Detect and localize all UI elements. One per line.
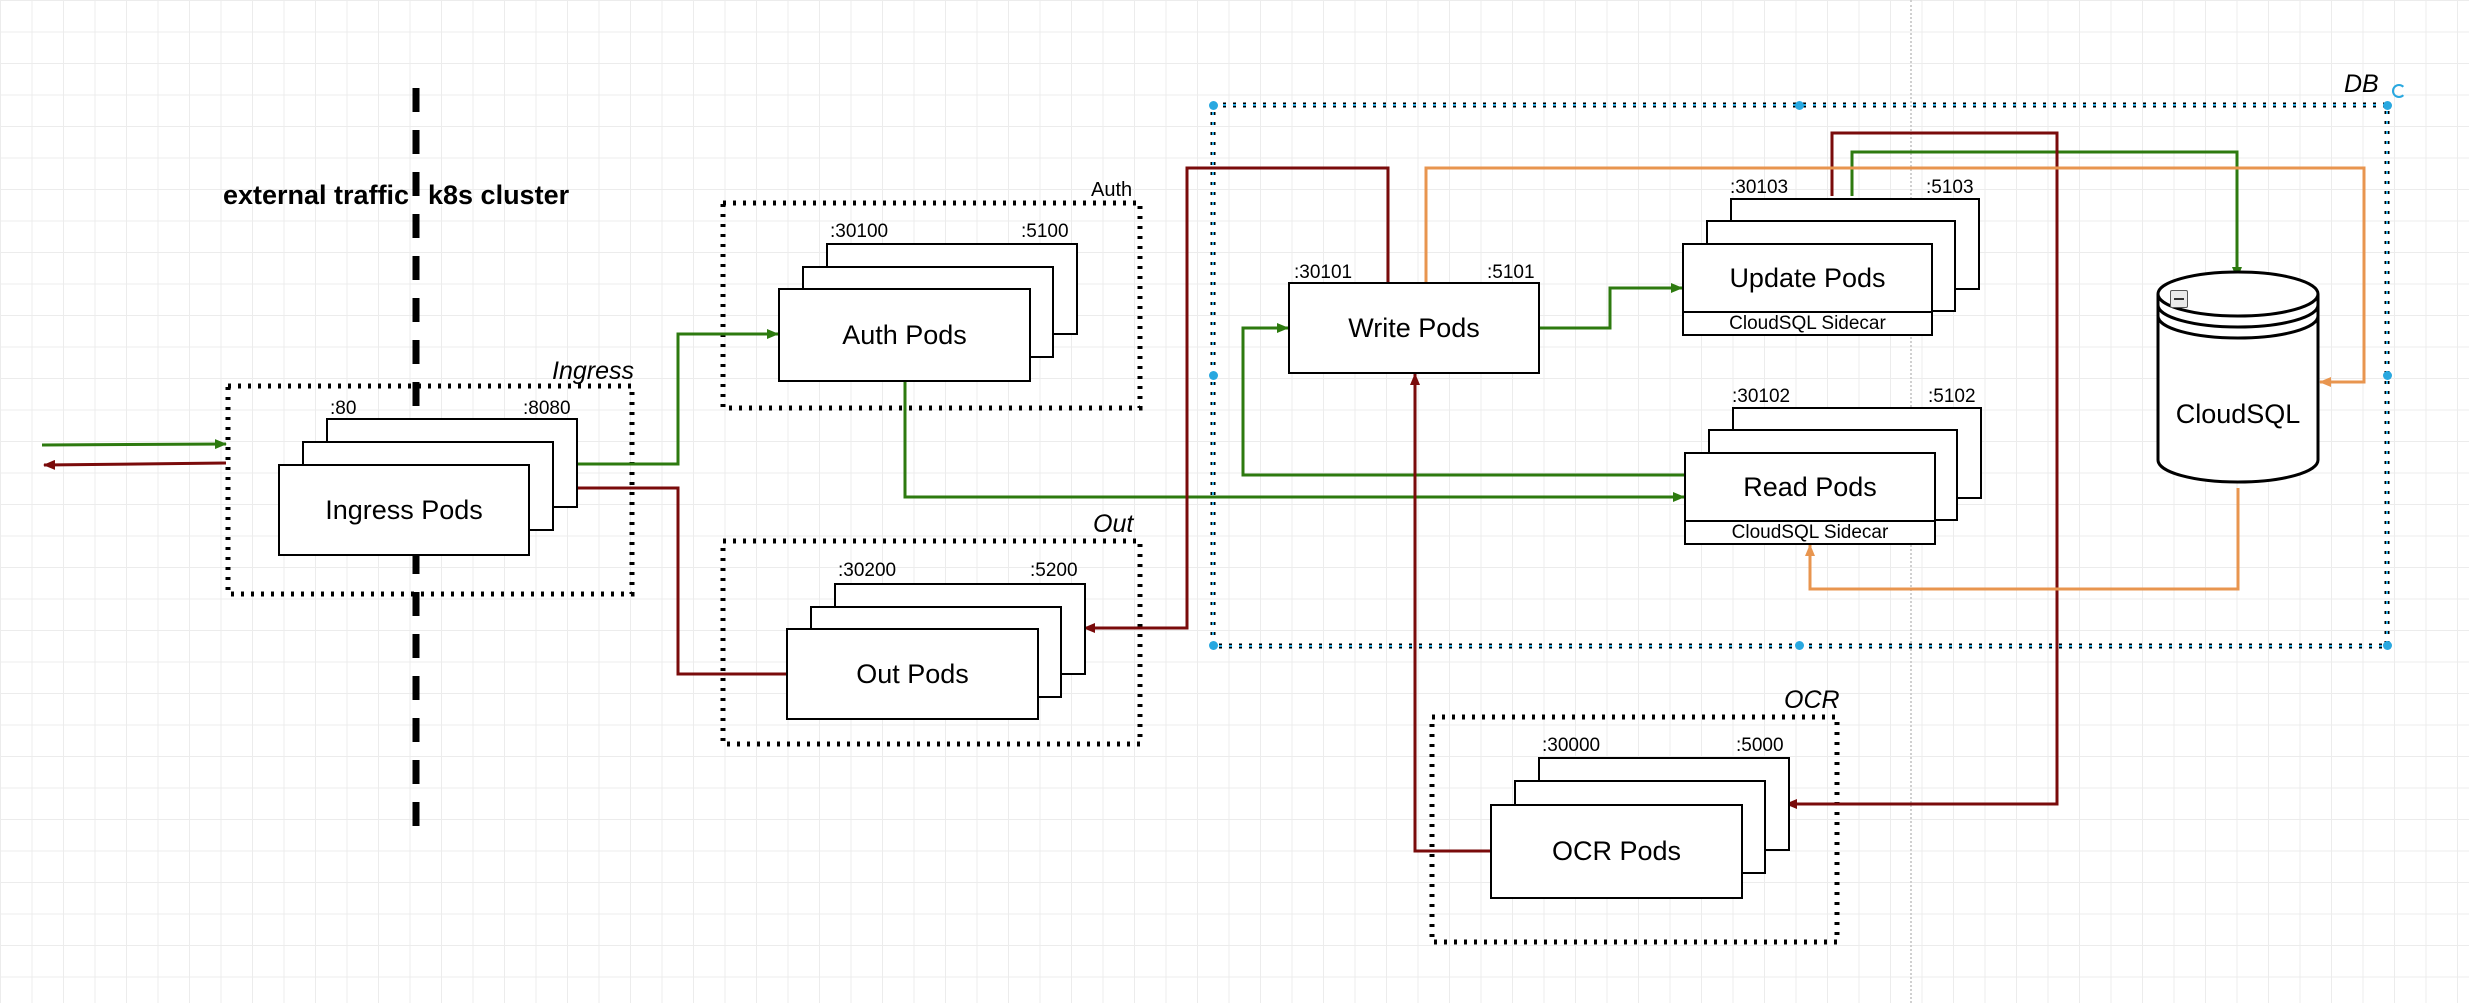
auth-port-left: :30100	[830, 221, 889, 242]
selection-handle-bottom-middle[interactable]	[1795, 641, 1804, 650]
selection-handle-middle-left[interactable]	[1209, 371, 1218, 380]
ocr-to-write-connector[interactable]	[1410, 373, 1490, 853]
read-pods-label: Read Pods	[1684, 452, 1936, 522]
selection-handle-top-right[interactable]	[2383, 101, 2392, 110]
selection-handle-top-middle[interactable]	[1795, 101, 1804, 110]
auth-to-read-connector[interactable]	[903, 382, 1685, 502]
rotate-icon[interactable]	[2392, 84, 2406, 98]
read-port-right: :5102	[1928, 386, 1976, 407]
read-to-write-connector[interactable]	[1241, 323, 1684, 477]
ingress-group[interactable]	[225, 383, 635, 597]
selection-handle-middle-right[interactable]	[2383, 371, 2392, 380]
selection-handle-top-left[interactable]	[1209, 101, 1218, 110]
selection-handle-bottom-left[interactable]	[1209, 641, 1218, 650]
k8s-cluster-label: k8s cluster	[428, 180, 570, 210]
ingress-to-auth-connector[interactable]	[578, 329, 779, 466]
write-pods-label: Write Pods	[1288, 282, 1540, 374]
db-group-label: DB	[2344, 70, 2379, 98]
out-to-ingress-connector[interactable]	[555, 483, 786, 676]
update-cloudsql-sidecar: CloudSQL Sidecar	[1682, 311, 1933, 336]
write-to-update-connector[interactable]	[1540, 283, 1683, 330]
auth-group[interactable]	[720, 200, 1143, 411]
cloudsql-to-read-connector[interactable]	[1805, 488, 2240, 591]
write-to-out-connector[interactable]	[1083, 166, 1390, 633]
out-pods-label: Out Pods	[786, 628, 1039, 720]
ingress-port-right: :8080	[523, 398, 571, 419]
write-port-left: :30101	[1294, 262, 1353, 283]
cloudsql-database[interactable]	[2156, 270, 2320, 484]
cloudsql-label: CloudSQL	[2175, 398, 2301, 429]
auth-port-right: :5100	[1021, 221, 1069, 242]
ocr-pods-label: OCR Pods	[1490, 804, 1743, 899]
write-to-cloudsql-connector[interactable]	[1424, 166, 2366, 387]
selection-handle-bottom-right[interactable]	[2383, 641, 2392, 650]
external-traffic-label: external traffic	[223, 180, 410, 210]
auth-pods-label: Auth Pods	[778, 288, 1031, 382]
ocr-group-label: OCR	[1784, 686, 1840, 714]
out-port-right: :5200	[1030, 560, 1078, 581]
update-pods-label: Update Pods	[1682, 243, 1933, 313]
ocr-group[interactable]	[1429, 714, 1840, 945]
update-port-left: :30103	[1730, 177, 1789, 198]
ingress-port-left: :80	[330, 398, 357, 419]
update-to-ocr-connector[interactable]	[1785, 131, 2059, 809]
ocr-port-left: :30000	[1542, 735, 1601, 756]
out-group-label: Out	[1093, 510, 1134, 538]
read-cloudsql-sidecar: CloudSQL Sidecar	[1684, 520, 1936, 545]
read-port-left: :30102	[1732, 386, 1791, 407]
collapse-icon[interactable]	[2170, 290, 2188, 308]
out-port-left: :30200	[838, 560, 897, 581]
auth-group-label: Auth	[1091, 179, 1133, 201]
write-port-right: :5101	[1487, 262, 1535, 283]
update-port-right: :5103	[1926, 177, 1974, 198]
ingress-group-label: Ingress	[552, 357, 634, 385]
external-in-arrow[interactable]	[41, 439, 227, 450]
external-out-arrow[interactable]	[43, 459, 227, 470]
ocr-port-right: :5000	[1736, 735, 1784, 756]
update-to-cloudsql-connector[interactable]	[1850, 150, 2242, 279]
ingress-pods-label: Ingress Pods	[278, 464, 530, 556]
